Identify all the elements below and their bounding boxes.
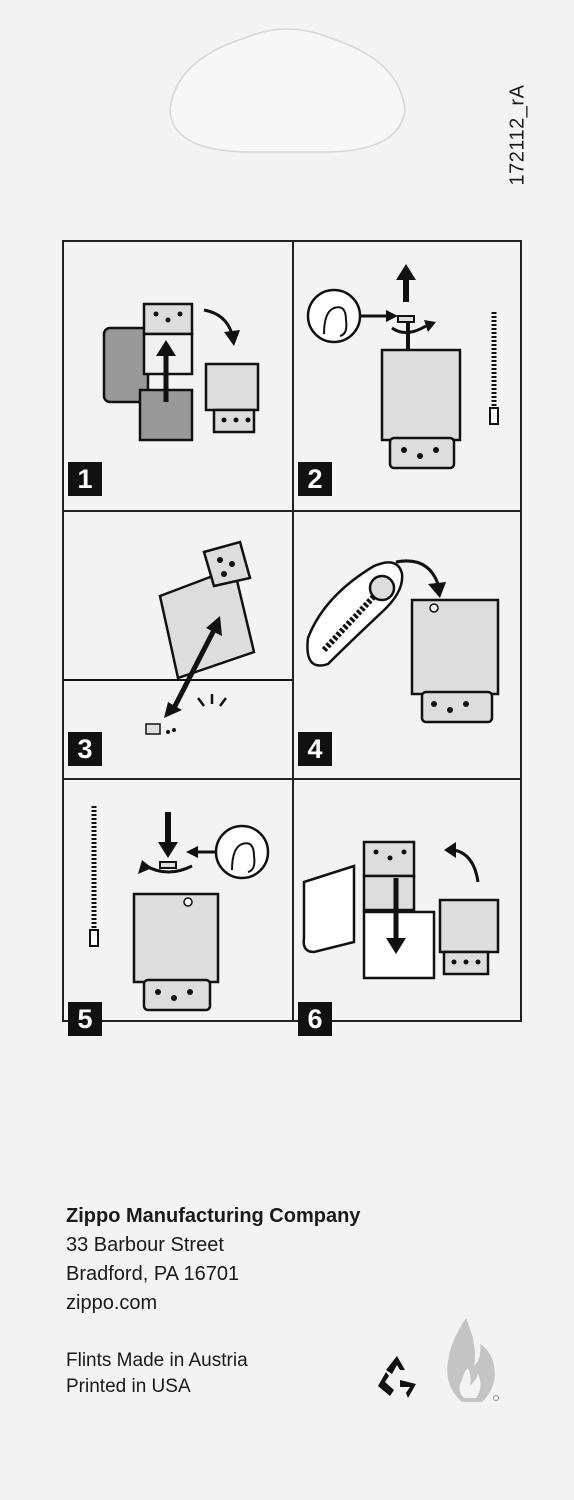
step-4-panel: 4 <box>294 512 522 772</box>
zippo-flame-icon <box>440 1316 500 1406</box>
recycle-icon <box>372 1352 422 1402</box>
company-city: Bradford, PA 16701 <box>66 1263 240 1285</box>
footer-notes: Flints Made in Austria Printed in USA <box>66 1348 248 1400</box>
step-1-panel: 1 <box>64 242 292 502</box>
company-name: Zippo Manufacturing Company <box>66 1205 361 1227</box>
instruction-grid: 1 2 <box>62 240 522 1036</box>
unscrew-spring-icon <box>306 264 499 470</box>
screw-spring-icon <box>89 806 270 1012</box>
step-number: 5 <box>68 1002 102 1036</box>
step-number: 1 <box>68 462 102 496</box>
flints-origin: Flints Made in Austria <box>66 1350 248 1371</box>
insert-flint-icon <box>306 559 500 724</box>
company-address: Zippo Manufacturing Company 33 Barbour S… <box>66 1202 360 1318</box>
print-origin: Printed in USA <box>66 1376 191 1397</box>
step-5-panel: 5 <box>64 782 292 1042</box>
company-street: 33 Barbour Street <box>66 1234 224 1256</box>
step-number: 6 <box>298 1002 332 1036</box>
step-number: 4 <box>298 732 332 766</box>
reinsert-insert-icon <box>302 840 500 980</box>
hang-hole <box>0 0 574 190</box>
remove-insert-icon <box>102 302 260 442</box>
tap-out-flint-icon <box>64 540 292 735</box>
company-website: zippo.com <box>66 1292 158 1314</box>
step-number: 3 <box>68 732 102 766</box>
print-code: 172112_rA <box>506 84 529 186</box>
step-3-panel: 3 <box>64 512 292 772</box>
step-6-panel: 6 <box>294 782 522 1042</box>
step-number: 2 <box>298 462 332 496</box>
step-2-panel: 2 <box>294 242 522 502</box>
